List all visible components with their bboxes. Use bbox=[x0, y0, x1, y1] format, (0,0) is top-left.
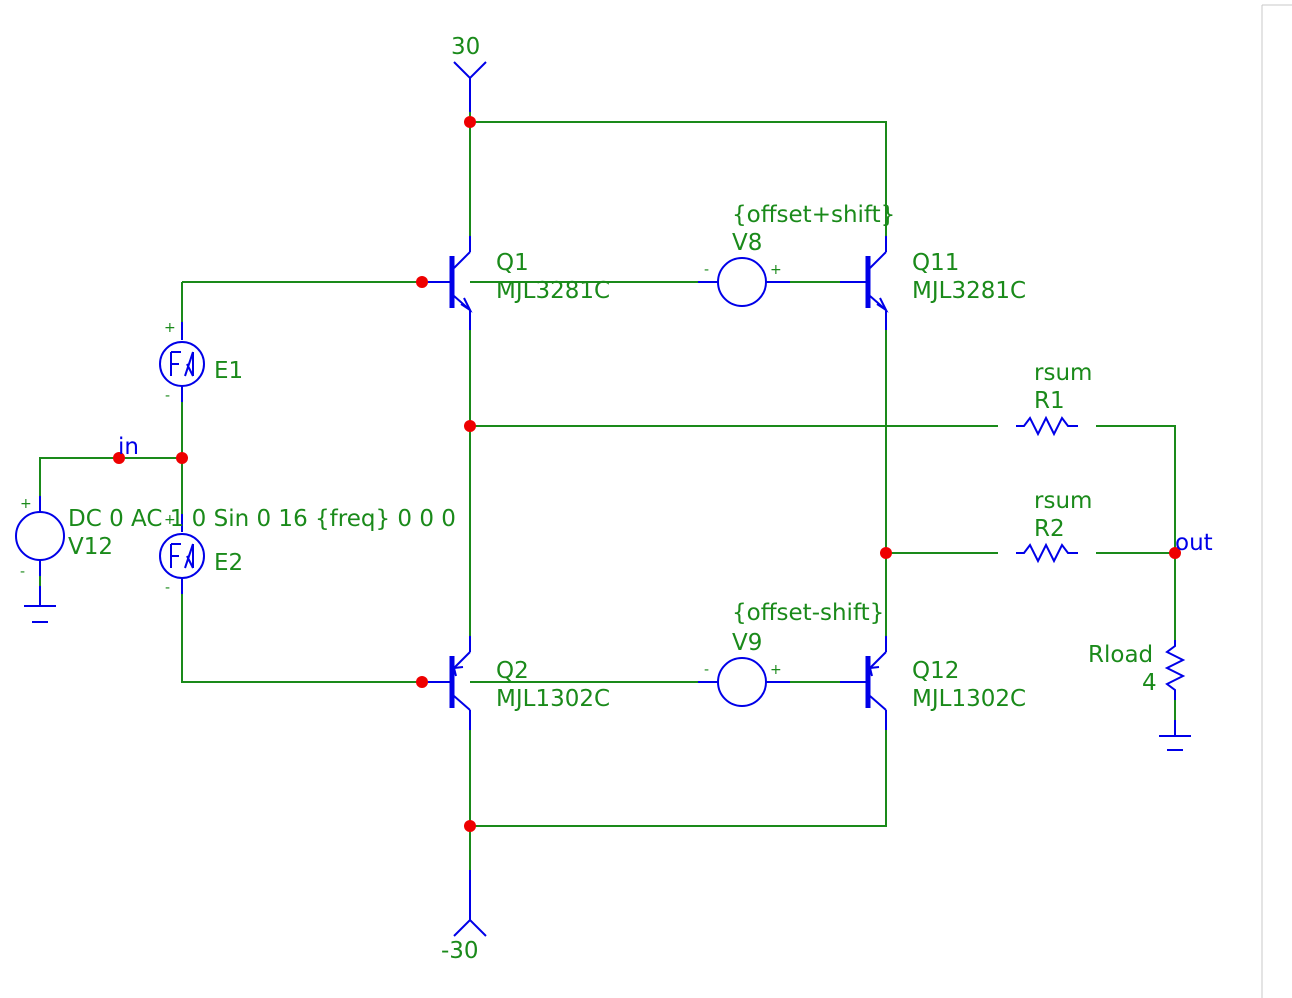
ground-v12 bbox=[24, 586, 56, 623]
v8-value: {offset+shift} bbox=[732, 202, 895, 228]
e1-plus-mark: + bbox=[164, 320, 176, 336]
rload-ref: Rload bbox=[1088, 642, 1153, 668]
r2-ref: R2 bbox=[1034, 516, 1065, 542]
v12-value: DC 0 AC 1 0 Sin 0 16 {freq} 0 0 0 bbox=[68, 506, 456, 532]
rload-value: 4 bbox=[1142, 670, 1157, 696]
v8-minus-mark: - bbox=[704, 262, 709, 278]
e1-minus-mark: - bbox=[165, 388, 170, 404]
transistor-q2[interactable] bbox=[422, 636, 471, 730]
v9-minus-mark: - bbox=[704, 662, 709, 678]
junction-dot bbox=[113, 452, 125, 464]
transistor-q11[interactable] bbox=[840, 236, 889, 330]
junction-dot bbox=[416, 276, 428, 288]
q2-model: MJL1302C bbox=[496, 686, 610, 712]
v12-plus-mark: + bbox=[20, 496, 32, 512]
v9-ref: V9 bbox=[732, 630, 762, 656]
q11-ref: Q11 bbox=[912, 250, 959, 276]
junction-dot bbox=[416, 676, 428, 688]
supply-positive bbox=[453, 61, 487, 112]
labels: 30 -30 in out Q1 MJL3281C Q11 MJL3281C Q… bbox=[68, 34, 1213, 964]
v9-value: {offset-shift} bbox=[732, 600, 884, 626]
q1-ref: Q1 bbox=[496, 250, 529, 276]
ground-rload bbox=[1159, 720, 1191, 751]
resistor-rload[interactable] bbox=[1164, 640, 1186, 700]
junction-dot bbox=[1169, 547, 1181, 559]
dependent-source-e2[interactable] bbox=[159, 514, 205, 594]
net-label-in: in bbox=[118, 434, 139, 460]
r1-ref: R1 bbox=[1034, 388, 1065, 414]
r2-value: rsum bbox=[1034, 488, 1092, 514]
junction-dot bbox=[176, 452, 188, 464]
resistor-r1[interactable] bbox=[1016, 415, 1078, 437]
q1-model: MJL3281C bbox=[496, 278, 610, 304]
supply-positive-label: 30 bbox=[451, 34, 480, 60]
r1-value: rsum bbox=[1034, 360, 1092, 386]
voltage-source-v9[interactable] bbox=[698, 657, 790, 707]
supply-negative bbox=[453, 870, 487, 937]
resistor-r2[interactable] bbox=[1016, 542, 1078, 564]
e2-ref: E2 bbox=[214, 550, 243, 576]
junction-dot bbox=[880, 547, 892, 559]
junction-dot bbox=[464, 116, 476, 128]
junction-dot bbox=[464, 420, 476, 432]
junctions bbox=[113, 116, 1181, 832]
dependent-source-e1[interactable] bbox=[159, 322, 205, 402]
supply-negative-label: -30 bbox=[441, 938, 479, 964]
q12-model: MJL1302C bbox=[912, 686, 1026, 712]
e2-plus-mark: + bbox=[164, 512, 176, 528]
v12-minus-mark: - bbox=[20, 564, 25, 580]
e2-minus-mark: - bbox=[165, 580, 170, 596]
q11-model: MJL3281C bbox=[912, 278, 1026, 304]
wires bbox=[39, 78, 1176, 920]
v12-ref: V12 bbox=[68, 534, 113, 560]
canvas-frame bbox=[1261, 4, 1292, 998]
voltage-source-v12[interactable] bbox=[15, 496, 65, 576]
transistor-q12[interactable] bbox=[840, 636, 887, 730]
v8-plus-mark: + bbox=[770, 262, 782, 278]
voltage-source-v8[interactable] bbox=[698, 257, 790, 307]
net-label-out: out bbox=[1175, 530, 1213, 556]
v9-plus-mark: + bbox=[770, 662, 782, 678]
q12-ref: Q12 bbox=[912, 658, 959, 684]
pin-marks: - + - + + - + - + - bbox=[20, 262, 782, 678]
transistor-q1[interactable] bbox=[422, 236, 473, 330]
e1-ref: E1 bbox=[214, 358, 243, 384]
v8-ref: V8 bbox=[732, 230, 762, 256]
junction-dot bbox=[464, 820, 476, 832]
q2-ref: Q2 bbox=[496, 658, 529, 684]
